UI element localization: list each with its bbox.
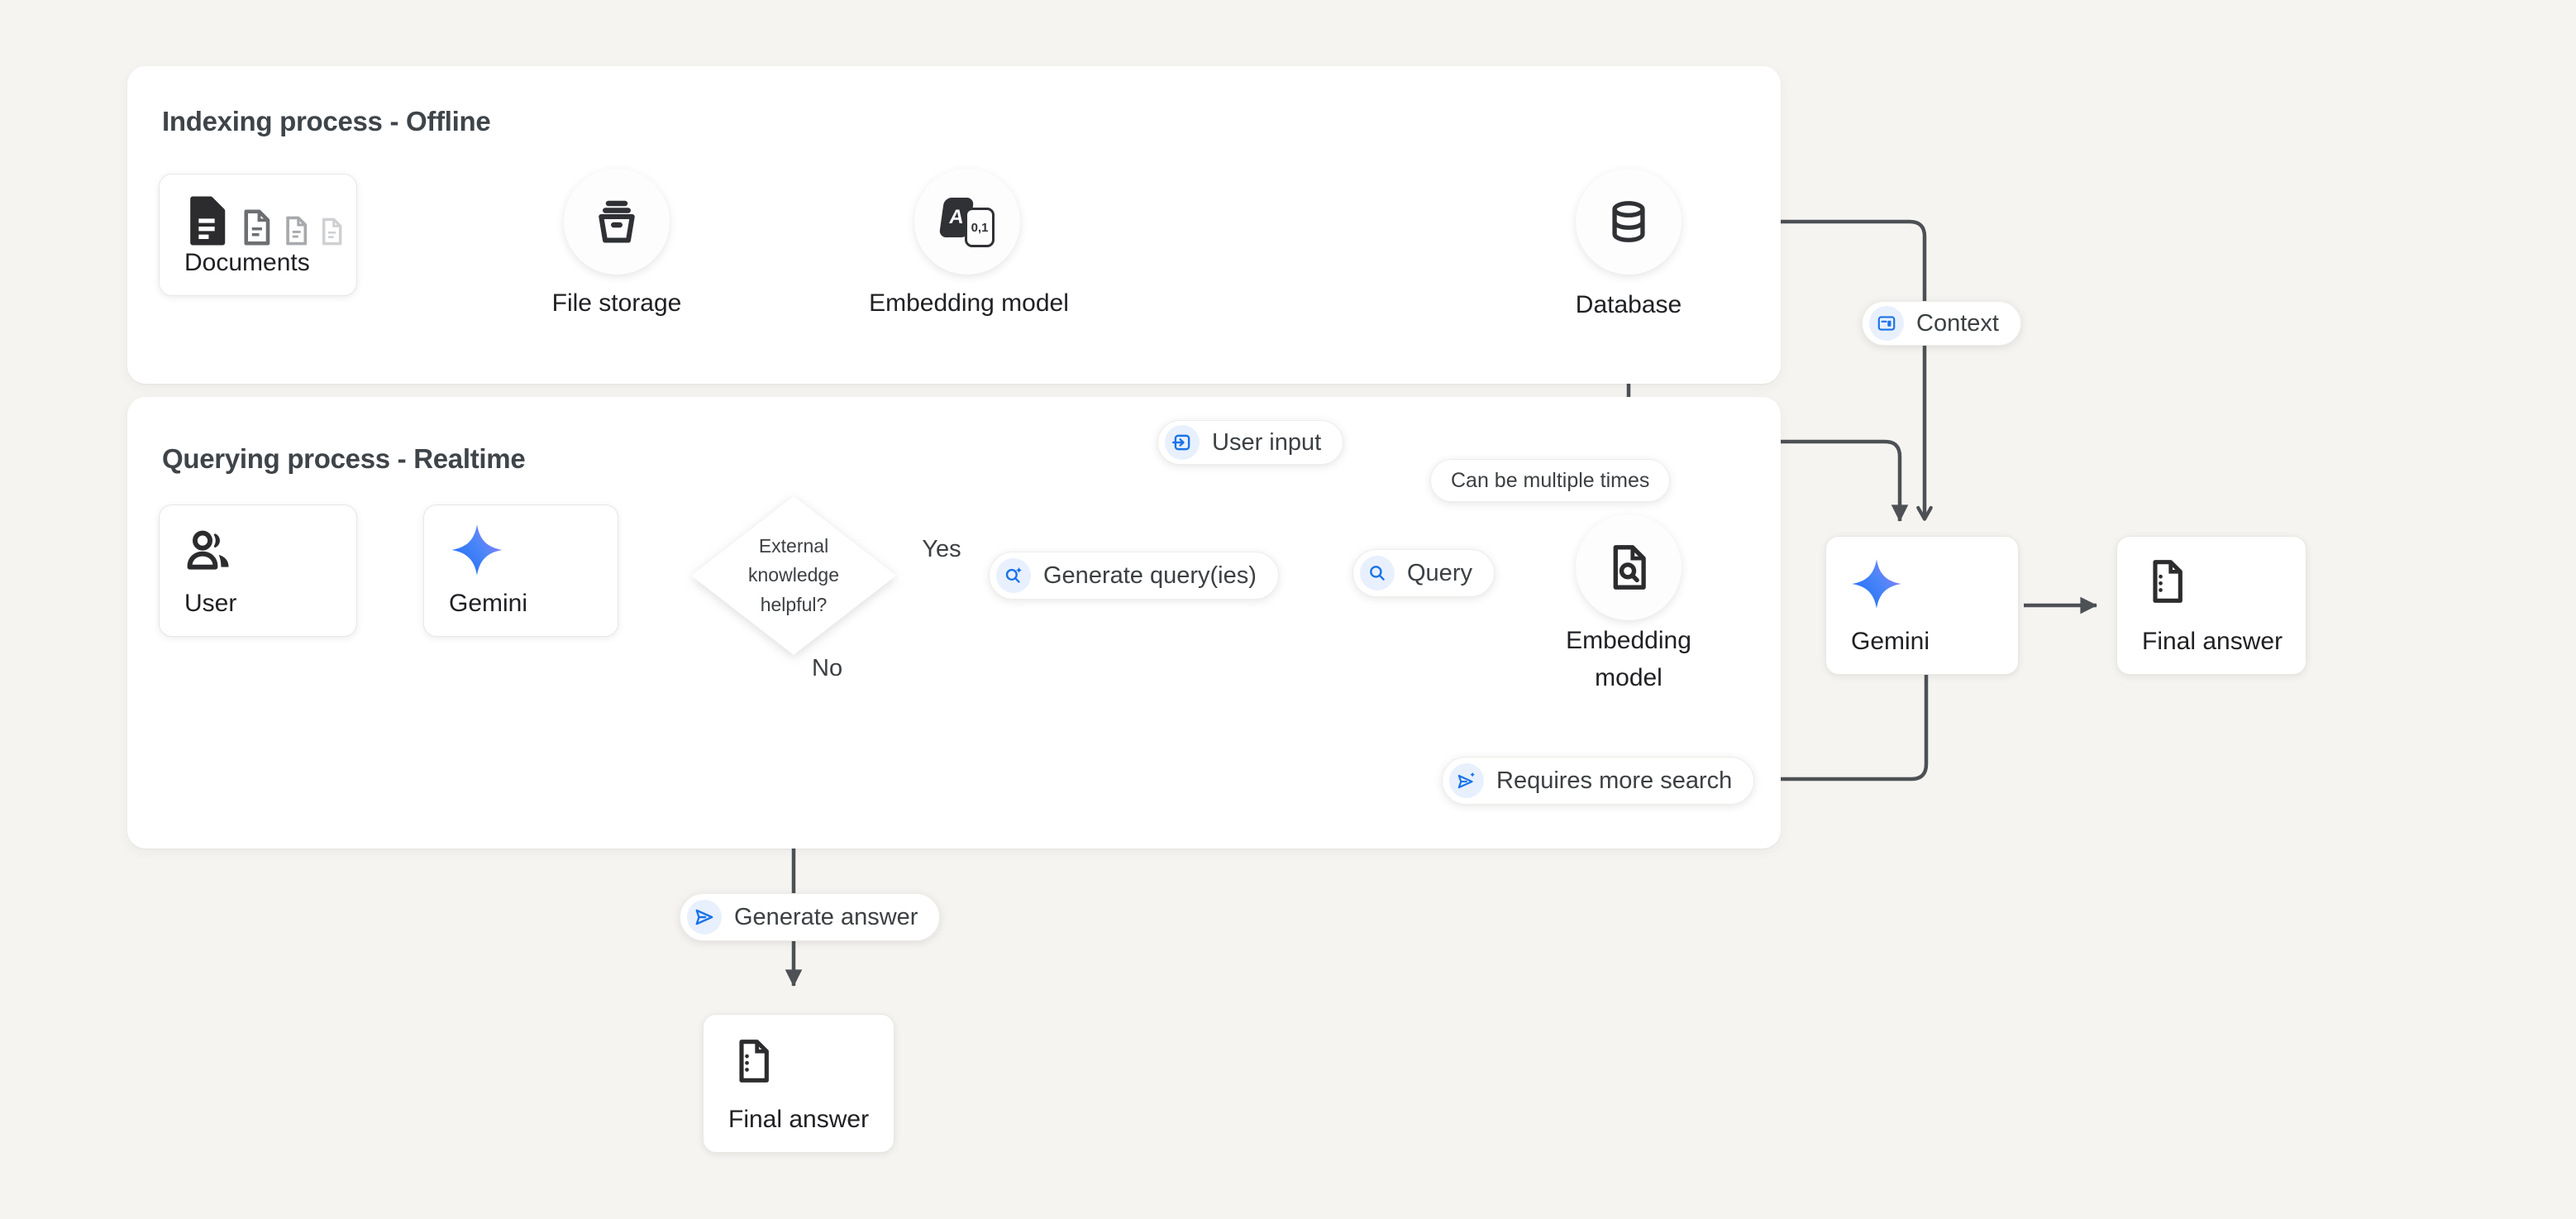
gemini-star-icon: [451, 524, 503, 576]
document-icon: [190, 196, 226, 246]
query-label: Query: [1407, 559, 1472, 586]
user-input-chip: [1165, 425, 1200, 460]
search-icon: [1370, 566, 1385, 581]
send-icon: [695, 909, 713, 925]
documents-label: Documents: [184, 249, 310, 276]
query-pill[interactable]: Query: [1352, 549, 1495, 597]
embedding-model-icon: A 0,1: [938, 196, 995, 247]
generate-queries-chip: [996, 558, 1031, 593]
documents-stack-icon: [183, 194, 345, 247]
user-label: User: [184, 590, 237, 617]
user-input-pill[interactable]: User input: [1157, 420, 1344, 465]
can-be-multiple-times-pill: Can be multiple times: [1430, 459, 1671, 502]
query-embedding-model-label: Embedding model: [1566, 627, 1691, 691]
generate-queries-pill[interactable]: Generate query(ies): [989, 552, 1279, 600]
embedding-icon-digits: 0,1: [971, 220, 989, 235]
generate-queries-label: Generate query(ies): [1043, 562, 1257, 589]
gemini-right-label: Gemini: [1851, 628, 1930, 655]
user-card[interactable]: User: [159, 504, 357, 637]
embedding-model-node[interactable]: A 0,1: [914, 169, 1020, 275]
document-search-icon: [1613, 545, 1646, 590]
no-edge-label: No: [812, 655, 843, 681]
can-be-multiple-times-label: Can be multiple times: [1451, 468, 1650, 492]
search-spark-icon: [1005, 566, 1023, 583]
decision-question: External knowledge helpful?: [748, 534, 839, 615]
embedding-icon-letter: A: [947, 206, 966, 228]
user-input-label: User input: [1212, 428, 1322, 456]
decision-diamond[interactable]: External knowledge helpful?: [691, 496, 896, 655]
database-icon: [1612, 201, 1645, 242]
final-answer-right-label: Final answer: [2142, 628, 2283, 655]
document-icon: [244, 209, 270, 246]
query-embedding-model-node[interactable]: [1576, 514, 1682, 620]
enter-arrow-icon: [1171, 434, 1190, 451]
final-answer-card[interactable]: Final answer: [703, 1014, 894, 1153]
gemini-label: Gemini: [449, 590, 528, 617]
generate-answer-label: Generate answer: [734, 903, 918, 930]
gemini-right-card[interactable]: Gemini: [1825, 536, 2019, 675]
yes-edge-label: Yes: [922, 536, 961, 562]
document-icon: [286, 216, 308, 246]
file-storage-icon: [599, 200, 635, 243]
gemini-star-icon: [1852, 559, 1901, 609]
send-spark-icon: [1457, 772, 1476, 789]
querying-panel-title: Querying process - Realtime: [162, 443, 526, 474]
context-icon: [1877, 316, 1896, 331]
context-pill[interactable]: Context: [1862, 301, 2021, 346]
embedding-model-label: Embedding model: [869, 289, 1069, 317]
final-answer-document-icon: [2153, 560, 2182, 603]
context-label: Context: [1916, 309, 1999, 337]
generate-answer-pill[interactable]: Generate answer: [680, 893, 941, 941]
file-storage-label: File storage: [551, 289, 682, 317]
final-answer-label: Final answer: [728, 1106, 870, 1133]
file-storage-node[interactable]: [564, 169, 670, 275]
gemini-card[interactable]: Gemini: [423, 504, 618, 637]
requires-more-search-pill[interactable]: Requires more search: [1442, 757, 1755, 805]
requires-more-search-chip: [1449, 763, 1484, 798]
edge-database-context-to-gemini: [1683, 219, 1933, 521]
final-answer-right-card[interactable]: Final answer: [2116, 536, 2306, 675]
requires-more-search-label: Requires more search: [1496, 767, 1733, 794]
database-node[interactable]: [1576, 169, 1682, 275]
generate-answer-chip: [687, 900, 722, 935]
final-answer-document-icon: [739, 1040, 769, 1083]
indexing-panel-title: Indexing process - Offline: [162, 106, 491, 136]
query-chip: [1360, 556, 1395, 590]
database-label: Database: [1575, 291, 1682, 318]
documents-card[interactable]: Documents: [159, 174, 357, 296]
context-chip: [1869, 306, 1904, 341]
document-icon: [322, 218, 342, 246]
user-icon: [187, 530, 229, 570]
